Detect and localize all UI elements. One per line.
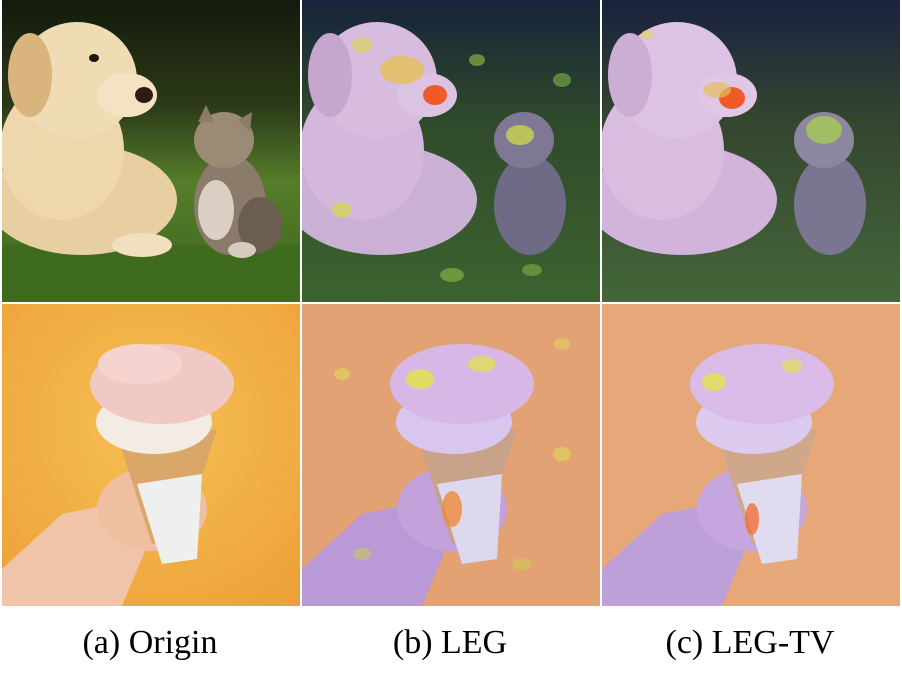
leg-heatmap-puppy-kitten bbox=[302, 0, 600, 302]
caption-origin: (a) Origin bbox=[82, 624, 218, 661]
leg-heatmap-ice-cream bbox=[302, 304, 600, 606]
caption-leg-tv: (c) LEG-TV bbox=[665, 624, 835, 661]
caption-row: (a) Origin (b) LEG (c) LEG-TV bbox=[0, 618, 902, 668]
leg-tv-explanation-overlay-ice-cream bbox=[602, 304, 900, 606]
ice-cream-photo bbox=[2, 304, 300, 606]
leg-tv-heatmap-puppy-kitten bbox=[602, 0, 900, 302]
figure-grid bbox=[2, 0, 900, 606]
leg-tv-explanation-overlay bbox=[602, 0, 900, 302]
leg-tv-heatmap-ice-cream bbox=[602, 304, 900, 606]
original-puppy-kitten-image bbox=[2, 0, 300, 302]
leg-explanation-overlay bbox=[302, 0, 600, 302]
puppy-kitten-photo bbox=[2, 0, 300, 302]
original-ice-cream-image bbox=[2, 304, 300, 606]
leg-explanation-overlay-ice-cream bbox=[302, 304, 600, 606]
caption-leg: (b) LEG bbox=[392, 624, 508, 661]
